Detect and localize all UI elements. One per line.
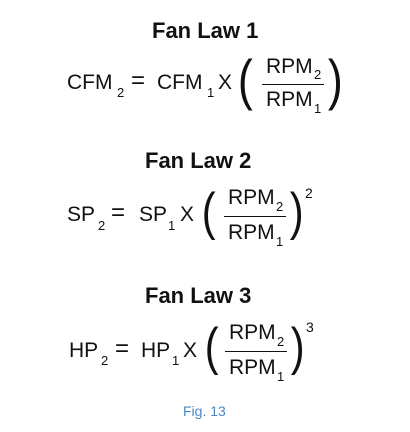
law-1-lhs: CFM: [67, 71, 113, 94]
law-2-lhs: SP: [67, 203, 96, 226]
law-3-lhs-sub: 2: [101, 353, 109, 368]
law-1-denominator: RPM: [266, 88, 313, 111]
law-3-denominator: RPM: [229, 356, 276, 379]
law-2-equals: =: [111, 199, 126, 226]
law-3-numerator: RPM: [229, 321, 276, 344]
law-2-exponent: 2: [305, 185, 313, 201]
law-2-fraction-line: [224, 216, 286, 217]
law-3-numerator-sub: 2: [277, 334, 285, 349]
law-3-left-paren: (: [204, 318, 219, 376]
law-1-numerator: RPM: [266, 55, 313, 78]
law-2-right-paren: ): [289, 183, 304, 241]
fan-law-2-title: Fan Law 2: [145, 148, 252, 173]
law-1-denominator-sub: 1: [314, 101, 322, 116]
law-2-times: X: [180, 203, 195, 226]
law-2-left-paren: (: [201, 183, 216, 241]
law-3-right-paren: ): [290, 318, 305, 376]
law-3-denominator-sub: 1: [277, 369, 285, 384]
law-3-fraction-line: [225, 351, 287, 352]
law-1-rhs-sub: 1: [207, 85, 215, 100]
law-2-rhs: SP: [139, 203, 168, 226]
law-1-left-paren: (: [237, 48, 253, 111]
law-1-fraction-line: [262, 84, 324, 85]
law-1-times: X: [218, 71, 233, 94]
law-1-right-paren: ): [327, 48, 343, 111]
figure-caption: Fig. 13: [183, 403, 226, 419]
law-3-equals: =: [115, 335, 130, 362]
law-3-rhs-sub: 1: [172, 353, 180, 368]
law-1-equals: =: [131, 67, 146, 94]
law-3-lhs: HP: [69, 339, 99, 362]
law-1-numerator-sub: 2: [314, 67, 322, 82]
law-3-rhs: HP: [141, 339, 171, 362]
law-1-lhs-sub: 2: [117, 85, 125, 100]
law-1-rhs: CFM: [157, 71, 203, 94]
law-3-times: X: [183, 339, 198, 362]
law-2-rhs-sub: 1: [168, 218, 176, 233]
law-2-numerator: RPM: [228, 186, 275, 209]
fan-law-3-title: Fan Law 3: [145, 283, 252, 308]
law-2-denominator-sub: 1: [276, 234, 284, 249]
law-2-denominator: RPM: [228, 221, 275, 244]
law-2-numerator-sub: 2: [276, 199, 284, 214]
law-2-lhs-sub: 2: [98, 218, 106, 233]
law-3-exponent: 3: [306, 319, 314, 335]
fan-law-1-title: Fan Law 1: [152, 18, 259, 43]
